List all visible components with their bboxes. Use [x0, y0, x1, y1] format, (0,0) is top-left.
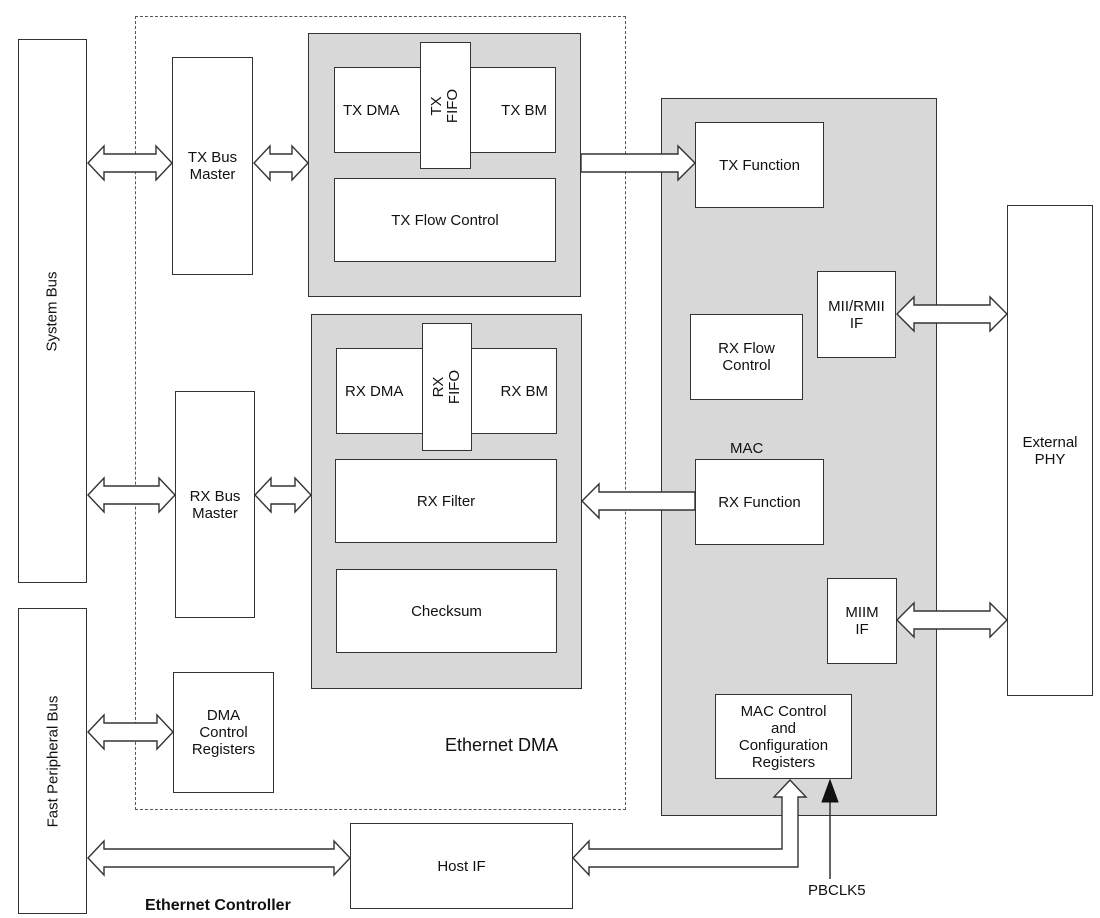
arrow-sysbus-txbm	[87, 144, 173, 182]
rx-filter-label: RX Filter	[416, 492, 476, 510]
dma-control-line1: DMA	[206, 707, 241, 724]
rx-filter: RX Filter	[335, 459, 557, 543]
tx-function: TX Function	[695, 122, 824, 208]
tx-dma-label: TX DMA	[343, 101, 400, 119]
ethernet-dma-label: Ethernet DMA	[445, 735, 559, 755]
tx-bus-master-line1: TX Bus	[187, 149, 238, 166]
rx-fifo: RX FIFO	[422, 323, 472, 451]
arrow-fpbus-hostif	[87, 839, 351, 877]
mac-control-registers: MAC Control and Configuration Registers	[715, 694, 852, 779]
tx-function-label: TX Function	[719, 156, 800, 174]
arrow-rxbm-rxdma	[254, 476, 312, 514]
dma-control-registers: DMA Control Registers	[173, 672, 274, 793]
host-if-label: Host IF	[437, 857, 486, 875]
mii-rmii-if: MII/RMII IF	[817, 271, 896, 358]
tx-bus-master-line2: Master	[189, 166, 236, 183]
arrow-sysbus-rxbm	[87, 476, 176, 514]
fast-peripheral-bus: Fast Peripheral Bus	[18, 608, 87, 914]
pbclk5-label: PBCLK5	[808, 882, 866, 899]
rx-flow-control-line2: Control	[722, 357, 771, 374]
checksum: Checksum	[336, 569, 557, 653]
miim-if-line1: MIIM	[845, 604, 879, 621]
tx-flow-control: TX Flow Control	[334, 178, 556, 262]
rx-function: RX Function	[695, 459, 824, 545]
arrow-txbm-txdma	[253, 144, 309, 182]
checksum-label: Checksum	[411, 602, 482, 620]
dma-control-line3: Registers	[191, 741, 256, 758]
rx-bus-master-line2: Master	[192, 504, 238, 522]
mii-rmii-if-line2: IF	[849, 314, 864, 332]
tx-bm-label: TX BM	[501, 101, 547, 119]
rx-dma-label: RX DMA	[345, 382, 404, 400]
mac-control-line2: and	[770, 719, 797, 737]
external-phy-line2: PHY	[1034, 450, 1066, 468]
miim-if-line2: IF	[855, 621, 869, 638]
arrow-miim-phy	[896, 601, 1008, 639]
rx-flow-control: RX Flow Control	[690, 314, 803, 400]
pbclk5-arrowhead	[821, 778, 839, 803]
rx-bus-master: RX Bus Master	[175, 391, 255, 618]
miim-if: MIIM IF	[827, 578, 897, 664]
rx-bm-label: RX BM	[500, 382, 548, 400]
arrow-mii-phy	[896, 295, 1008, 333]
external-phy-line1: External	[1022, 433, 1078, 451]
mac-label: MAC	[730, 440, 764, 457]
mac-control-line1: MAC Control	[740, 702, 827, 720]
arrow-txdma-txfunc	[580, 144, 696, 182]
mii-rmii-if-line1: MII/RMII	[828, 297, 885, 315]
arrow-hostif-macctrl	[572, 778, 808, 877]
ethernet-dma-region	[135, 16, 626, 810]
mac-control-line3: Configuration	[738, 736, 829, 754]
rx-flow-control-line1: RX Flow	[718, 340, 775, 357]
host-if: Host IF	[350, 823, 573, 909]
arrow-fpbus-dmactrl	[87, 713, 174, 751]
mac-control-line4: Registers	[751, 753, 816, 771]
tx-flow-control-label: TX Flow Control	[391, 211, 499, 229]
arrow-rxfunc-rxdma	[581, 482, 696, 520]
tx-fifo: TX FIFO	[420, 42, 471, 169]
tx-bus-master: TX Bus Master	[172, 57, 253, 275]
rx-bus-master-line1: RX Bus	[189, 487, 241, 505]
rx-function-label: RX Function	[718, 493, 801, 511]
dma-control-line2: Control	[199, 724, 248, 741]
system-bus: System Bus	[18, 39, 87, 583]
ethernet-controller-label: Ethernet Controller	[145, 897, 291, 914]
external-phy: External PHY	[1007, 205, 1093, 696]
